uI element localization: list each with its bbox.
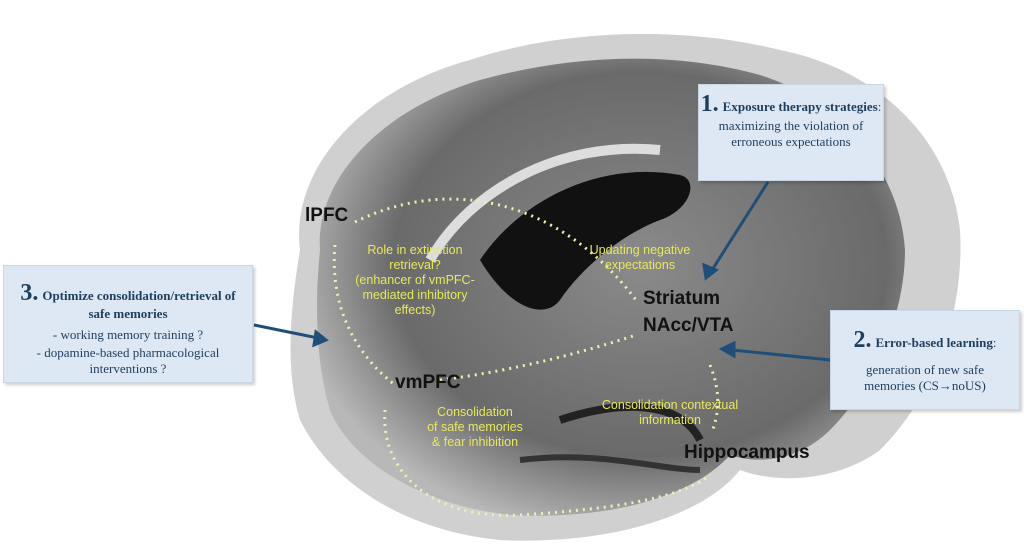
vmpfc-label: vmPFC <box>395 372 461 393</box>
lpfc-label: lPFC <box>305 205 349 226</box>
exposure-therapy-box: 1. Exposure therapy strategies: maximizi… <box>698 84 884 181</box>
striatum-label: Striatum <box>643 288 721 309</box>
optimize-consolidation-box: 3. Optimize consolidation/retrieval of s… <box>3 265 253 383</box>
hippocampus-label: Hippocampus <box>684 442 810 463</box>
error-based-learning-box: 2. Error-based learning: generation of n… <box>830 310 1020 410</box>
nacc-vta-label: NAcc/VTA <box>643 315 734 336</box>
